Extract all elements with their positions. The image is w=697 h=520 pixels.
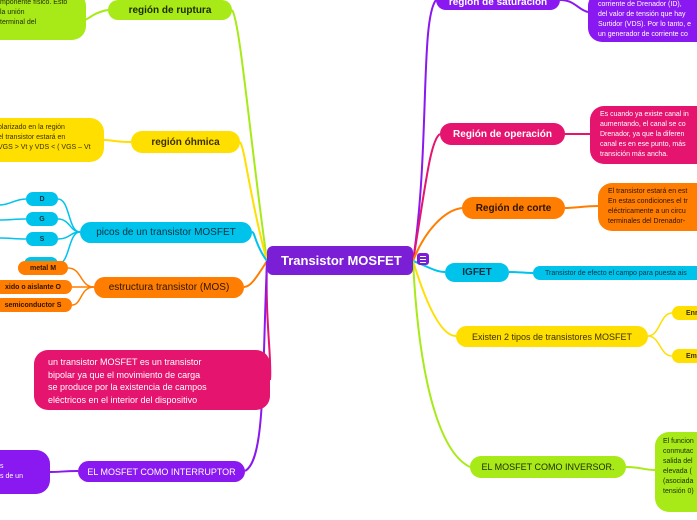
- ruptura-note-line-1: mponente físico. Esto: [0, 0, 68, 6]
- connector-tipos: [412, 260, 457, 337]
- operacion-note-line-5: transición más ancha.: [600, 151, 669, 158]
- connector-inversor-note: [625, 466, 656, 471]
- ruptura-note-line-2: la unión: [0, 9, 25, 16]
- connector-tipos-a: [647, 312, 673, 337]
- connector-estructura: [243, 260, 268, 288]
- connector-estr-m: [67, 267, 95, 288]
- operacion-note: Es cuando ya existe canal in aumentando,…: [590, 106, 697, 164]
- connector-picos-d: [57, 198, 81, 233]
- connector-ohmica-note: [103, 139, 132, 143]
- node-mosfet-inversor[interactable]: EL MOSFET COMO INVERSOR.: [470, 456, 626, 478]
- node-region-ohmica[interactable]: región óhmica: [131, 131, 240, 153]
- igfet-note: Transistor de efecto el campo para puest…: [533, 266, 697, 280]
- ohmica-note-line-2: el transistor estará en: [0, 134, 66, 141]
- bipolar-line-3: se produce por la existencia de campos: [48, 382, 207, 392]
- connector-tipos-b: [647, 335, 673, 357]
- connector-corte: [412, 207, 463, 262]
- saturacion-note-line-2: del valor de tensión que hay: [598, 11, 686, 18]
- saturacion-note-line-4: un generador de corriente co: [598, 31, 688, 38]
- node-region-operacion[interactable]: Región de operación: [440, 123, 565, 145]
- saturacion-note: corriente de Drenador (ID), del valor de…: [588, 0, 697, 42]
- inversor-note-line-3: salida del: [663, 458, 693, 465]
- corte-note-line-1: El transistor estará en est: [608, 188, 688, 195]
- node-region-corte[interactable]: Región de corte: [462, 197, 565, 219]
- bipolar-note[interactable]: un transistor MOSFET es un transistor bi…: [34, 350, 270, 410]
- node-region-saturacion[interactable]: región de saturación: [436, 0, 560, 10]
- connector-corte-note: [564, 205, 599, 209]
- connector-saturacion: [412, 0, 437, 262]
- inversor-note-line-1: El funcion: [663, 438, 694, 445]
- inversor-note-line-4: elevada (: [663, 468, 692, 475]
- node-region-ruptura[interactable]: región de ruptura: [108, 0, 232, 20]
- pin-g[interactable]: G: [26, 212, 58, 226]
- connector-estr-s: [71, 286, 95, 306]
- interruptor-note-line-1: s: [0, 463, 4, 470]
- operacion-note-line-1: Es cuando ya existe canal in: [600, 111, 689, 118]
- bipolar-line-4: eléctricos en el interior del dispositiv…: [48, 394, 198, 405]
- node-picos-transistor[interactable]: picos de un transistor MOSFET: [80, 222, 252, 243]
- tipo-empobrecimiento[interactable]: Em: [672, 349, 697, 363]
- ohmica-note-line-1: olarizado en la región: [0, 124, 65, 131]
- inversor-note-line-6: tensión 0): [663, 488, 694, 495]
- note-icon[interactable]: [417, 253, 429, 265]
- ruptura-note-line-3: terminal del: [0, 19, 37, 26]
- operacion-note-line-3: Drenador, ya que la diferen: [600, 131, 685, 138]
- saturacion-note-line-1: corriente de Drenador (ID),: [598, 1, 682, 8]
- saturacion-note-line-3: Surtidor (VDS). Por lo tanto, e: [598, 21, 691, 28]
- node-tipos-mosfet[interactable]: Existen 2 tipos de transistores MOSFET: [456, 326, 648, 347]
- connector-picos: [251, 231, 268, 262]
- ohmica-note-line-3: VGS > Vt y VDS < ( VGS – Vt: [0, 144, 91, 151]
- ruptura-note: mponente físico. Esto la unión terminal …: [0, 0, 86, 40]
- connector-ruptura: [231, 9, 268, 262]
- connector-s-left: [0, 237, 27, 240]
- connector-inversor: [412, 260, 471, 468]
- estructura-metal[interactable]: metal M: [18, 261, 68, 275]
- connector-operacion: [412, 133, 441, 262]
- operacion-note-line-4: canal es en ese punto, más: [600, 141, 686, 148]
- node-mosfet-interruptor[interactable]: EL MOSFET COMO INTERRUPTOR: [78, 461, 245, 482]
- connector-interruptor-note: [49, 470, 79, 473]
- inversor-note-line-2: conmutac: [663, 448, 694, 455]
- connector-igfet: [412, 260, 446, 273]
- corte-note-line-2: En estas condiciones el tr: [608, 198, 688, 205]
- pin-d[interactable]: D: [26, 192, 58, 206]
- node-igfet[interactable]: IGFET: [445, 263, 509, 282]
- estructura-semiconductor[interactable]: semiconductor S: [0, 298, 72, 312]
- connector-igfet-note: [508, 271, 534, 274]
- connector-g-left: [0, 218, 27, 221]
- bipolar-line-2: bipolar ya que el movimiento de carga: [48, 369, 201, 380]
- estructura-oxido[interactable]: xido o aislante O: [0, 280, 72, 294]
- interruptor-note: s s de un: [0, 450, 50, 494]
- inversor-note: El funcion conmutac salida del elevada (…: [655, 432, 697, 512]
- interruptor-note-line-2: s de un: [0, 473, 23, 480]
- corte-note-line-4: terminales del Drenador-: [608, 218, 686, 225]
- inversor-note-line-5: (asociada: [663, 478, 694, 485]
- connector-ohmica: [239, 141, 268, 262]
- ohmica-note: olarizado en la región el transistor est…: [0, 118, 104, 162]
- corte-note-line-3: eléctricamente a un circu: [608, 208, 686, 215]
- connector-picos-g: [57, 218, 81, 233]
- corte-note: El transistor estará en est En estas con…: [598, 183, 697, 231]
- tipo-enriquecimiento[interactable]: Enr: [672, 306, 697, 320]
- connector-saturacion-note: [559, 0, 589, 13]
- pin-s[interactable]: S: [26, 232, 58, 246]
- bipolar-line-1: un transistor MOSFET es un transistor: [48, 357, 202, 367]
- connector-d-left: [0, 198, 27, 206]
- operacion-note-line-2: aumentando, el canal se co: [600, 121, 686, 128]
- connector-ruptura-note: [84, 9, 109, 21]
- center-node-transistor-mosfet[interactable]: Transistor MOSFET: [267, 246, 413, 275]
- node-estructura-transistor[interactable]: estructura transistor (MOS): [94, 277, 244, 298]
